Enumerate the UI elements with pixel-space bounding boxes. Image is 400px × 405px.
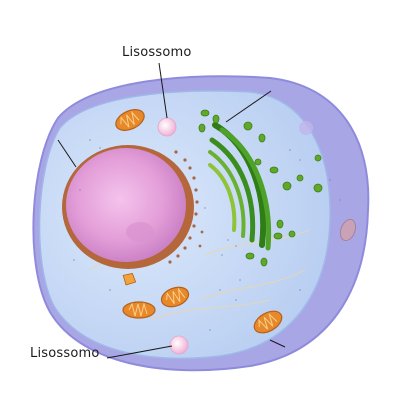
- rough-er: [168, 150, 204, 264]
- leader-line-membrane-right: [269, 339, 286, 348]
- label-lysosome-top: Lisossomo: [122, 45, 192, 60]
- mitochondria: [115, 109, 357, 334]
- label-lysosome-bottom: Lisossomo: [30, 346, 100, 361]
- lysosome-bottom: [169, 335, 189, 355]
- golgi-apparatus: [208, 122, 272, 251]
- leader-lines: [57, 62, 286, 359]
- nucleus: [62, 145, 194, 269]
- golgi-vesicles: [198, 109, 323, 267]
- leader-line-membrane-left: [57, 139, 77, 168]
- lysosome-top: [157, 117, 177, 137]
- leader-line-golgi: [225, 90, 272, 123]
- cytoplasm-speckles: [73, 139, 341, 331]
- leader-line-lysosome-top: [158, 62, 168, 119]
- lysosomes: [157, 117, 313, 355]
- leader-line-lysosome-bottom: [106, 345, 173, 359]
